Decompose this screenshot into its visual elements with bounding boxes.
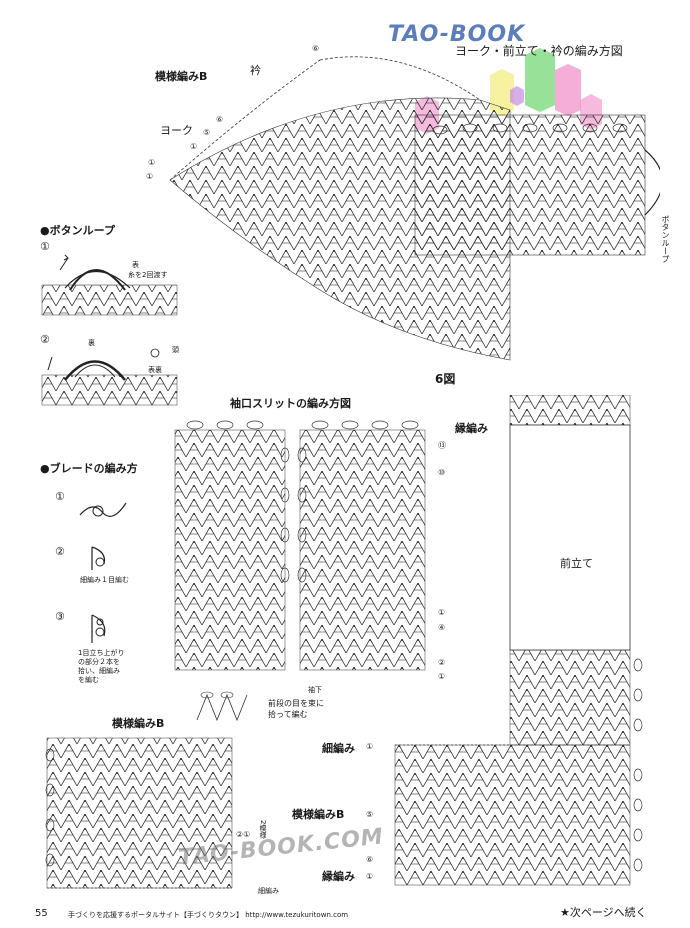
button-loop-step-1: ① [40, 240, 50, 253]
button-loop-head: 頭 [172, 346, 179, 354]
front-row-1b: ① [366, 872, 374, 881]
slit-row-1b: ① [438, 672, 446, 681]
stitch-detail-diagram [196, 691, 248, 722]
slit-row-10: ⑩ [438, 468, 446, 477]
slit-row-2: ② [438, 658, 446, 667]
button-loop-title: ●ボタンループ [40, 224, 115, 237]
button-loop-wind: 糸を2回渡す [128, 271, 168, 279]
pattern-b-unit: 2模様 [259, 820, 267, 839]
braid-step-1: ① [55, 490, 65, 503]
button-loop-front-back: 表裏 [148, 366, 162, 374]
front-row-5: ⑤ [366, 810, 374, 819]
sleeve-slit-chart [174, 420, 426, 671]
braid-step-3-note-4: を編む [78, 676, 99, 684]
braid-step-3: ③ [55, 610, 65, 623]
braid-diagram-1 [79, 502, 127, 517]
continued-note: ★次ページへ続く [560, 906, 647, 919]
button-loop-diagram-2 [41, 348, 178, 406]
slit-row-1a: ① [438, 608, 446, 617]
button-loop-diagram-1 [41, 254, 178, 316]
front-band-label: 前立て [560, 557, 593, 570]
front-band-edge-label: 縁編み [322, 870, 355, 883]
front-band-pattern-label: 模様編みB [292, 808, 345, 821]
yoke-row-marker: ⑤ [203, 128, 211, 137]
collar-label: 衿 [250, 64, 261, 77]
pattern-b-rows: ②① [236, 830, 251, 839]
front-row-1: ① [366, 742, 374, 751]
slit-row-4: ④ [438, 623, 446, 632]
pattern-b-bottom-label: 細編み [258, 887, 279, 895]
yoke-label: ヨーク [160, 124, 193, 137]
pattern-b-chart [45, 737, 233, 889]
braid-diagram-3 [91, 614, 106, 643]
button-loop-face: 表 [132, 261, 139, 269]
pattern-b-label: 模様編みB [112, 717, 165, 730]
yoke-row-marker: ⑥ [312, 44, 320, 53]
front-band-sc-label: 細編み [322, 742, 355, 755]
sleeve-slit-title: 袖口スリットの編み方図 [230, 397, 351, 410]
button-loop-step-2: ② [40, 333, 50, 346]
yoke-row-marker: ① [148, 158, 156, 167]
braid-step-2: ② [55, 545, 65, 558]
yoke-row-marker: ① [190, 142, 198, 151]
yoke-row-marker: ⑥ [216, 115, 224, 124]
braid-step-3-note-1: 1目立ち上がり [78, 649, 125, 657]
sleeve-join-label: 袖下 [308, 686, 322, 694]
braid-step-2-note: 細編み１目編む [80, 576, 129, 584]
button-loop-back: 裏 [88, 339, 95, 347]
braid-diagram-2 [91, 546, 106, 570]
front-band-chart [394, 395, 643, 886]
yoke-row-marker: ① [146, 172, 154, 181]
figure-number: 6図 [435, 372, 456, 386]
button-loop-vertical-label: ボタンループ [661, 215, 670, 263]
stitch-note-2: 拾って編む [268, 710, 308, 719]
sleeve-slit-edge-label: 縁編み [455, 422, 488, 435]
front-row-6: ⑥ [366, 855, 374, 864]
braid-title: ●ブレードの編み方 [40, 462, 138, 475]
yoke-chart [169, 56, 660, 361]
stitch-note-1: 前段の目を束に [268, 699, 324, 708]
page-number: 55 [35, 908, 48, 919]
slit-row-13: ⑬ [438, 441, 446, 450]
title-main: ヨーク・前立て・衿の編み方図 [455, 44, 623, 58]
braid-step-3-note-2: の部分２本を [78, 658, 120, 666]
braid-step-3-note-3: 拾い、細編み [78, 667, 120, 675]
yoke-pattern-label: 模様編みB [155, 70, 208, 83]
watermark-top: TAO-BOOK [388, 22, 526, 47]
footer-site: 手づくりを応援するポータルサイト【手づくりタウン】 http://www.tez… [68, 911, 349, 919]
